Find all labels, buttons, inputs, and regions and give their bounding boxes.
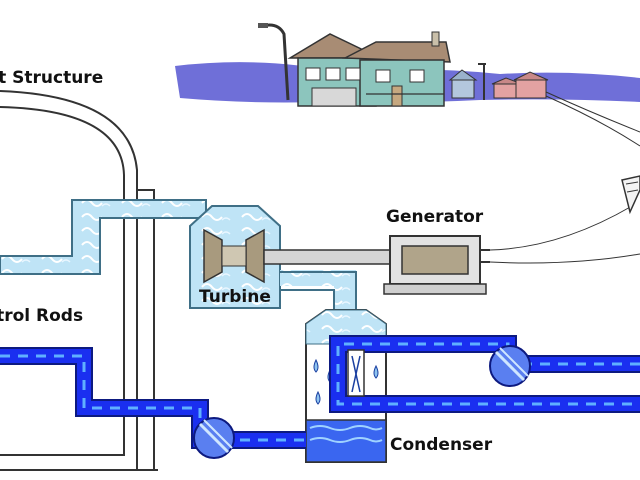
control-rods-label: ntrol Rods [0,306,84,326]
small-house-icon [448,69,478,99]
pump-icon [489,345,531,387]
generator-icon [383,235,490,295]
turbine-label: Turbine [199,287,271,307]
generator-label: Generator [386,207,484,227]
pump-icon [193,417,235,459]
containment-structure-label: nt Structure [0,68,104,88]
generator-output-lines [489,205,640,264]
street-lamp-small-icon [478,63,486,100]
neighborhood-scene [175,23,640,147]
steam-line [0,199,207,275]
turbine-icon [203,228,265,284]
turbine-generator-shaft [263,249,395,265]
house-icon [287,31,451,107]
utility-pole-icon [621,175,640,215]
power-lines [545,91,640,147]
containment-structure [0,90,158,471]
condenser-label: Condenser [390,435,493,455]
street-lamp-icon [258,23,290,101]
distant-houses-icon [491,71,549,99]
